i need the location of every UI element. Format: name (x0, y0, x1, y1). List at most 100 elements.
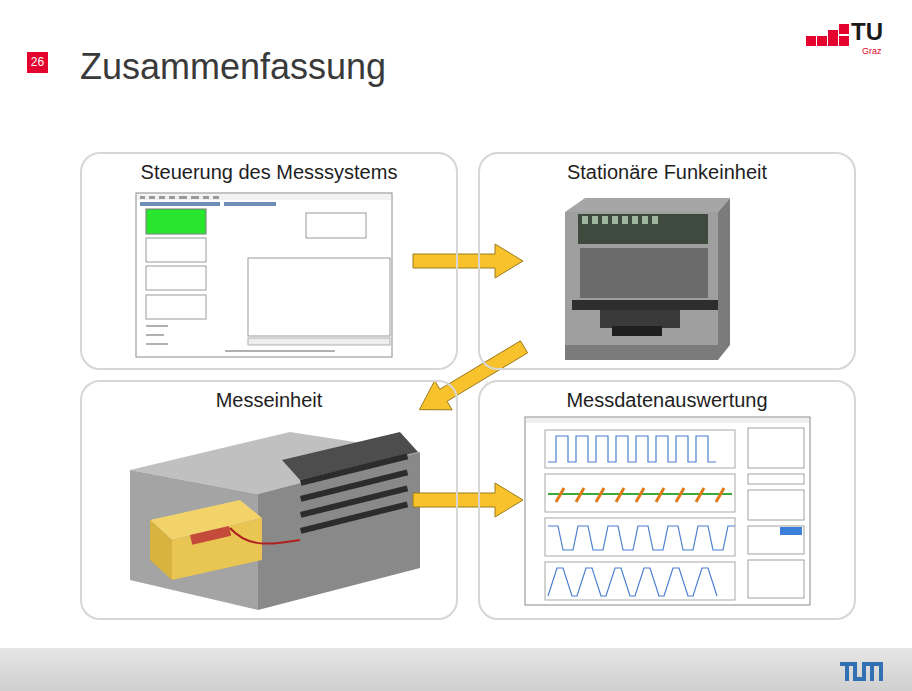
evaluation-screenshot-part-part (748, 560, 804, 598)
radio-unit-rendering-part (578, 214, 708, 244)
software-screenshot-part (146, 266, 206, 290)
software-screenshot-part (137, 194, 391, 200)
evaluation-screenshot-part (525, 417, 810, 605)
software-screenshot-part (140, 196, 219, 199)
tum-logo-part (879, 662, 883, 681)
panel-box: Stationäre Funkeinheit (478, 152, 856, 370)
radio-unit-rendering-part (582, 216, 658, 224)
slide-title: Zusammenfassung (80, 46, 386, 88)
logo-text: TU (851, 20, 883, 44)
block-arrow (413, 483, 523, 517)
tum-logo (840, 662, 883, 681)
software-screenshot-part-part (213, 196, 219, 199)
tum-logo-part (845, 662, 849, 681)
evaluation-screenshot-part-part (545, 562, 735, 600)
measuring-unit-rendering-part-part (300, 453, 408, 485)
software-screenshot-part-part (169, 196, 175, 199)
evaluation-screenshot-part-part (748, 474, 804, 484)
radio-unit-rendering-part (565, 345, 718, 360)
panel-heading: Messdatenauswertung (480, 382, 854, 412)
evaluation-screenshot-part (548, 436, 716, 462)
radio-unit-rendering-part-part (632, 216, 638, 224)
radio-unit-rendering-part (572, 300, 718, 310)
radio-unit-rendering-part-part (612, 216, 618, 224)
radio-unit-rendering-part-part (582, 216, 588, 224)
software-screenshot-part (248, 338, 390, 345)
panel-heading: Stationäre Funkeinheit (480, 154, 854, 184)
software-screenshot-part-part (140, 202, 220, 206)
block-arrow (413, 244, 523, 278)
software-screenshot-part (146, 238, 206, 262)
radio-unit-rendering-part (612, 326, 662, 336)
tu-graz-logo-part (828, 30, 838, 46)
measuring-unit-rendering (130, 432, 420, 610)
measuring-unit-rendering-part (150, 520, 172, 580)
evaluation-screenshot-part (748, 428, 804, 598)
radio-unit-rendering-part-part (592, 216, 598, 224)
radio-unit-rendering-part (600, 310, 680, 328)
software-screenshot-part-part (203, 196, 209, 199)
panel-heading: Messeinheit (82, 382, 456, 412)
evaluation-screenshot-part (780, 527, 802, 535)
radio-unit-rendering-part-part (642, 216, 648, 224)
evaluation-screenshot-part-part (748, 490, 804, 520)
radio-unit-rendering-part (580, 248, 708, 298)
software-screenshot-part-part (146, 334, 164, 336)
software-screenshot-part (136, 193, 392, 357)
evaluation-screenshot (525, 417, 810, 605)
radio-unit-rendering-part-part (652, 216, 658, 224)
block-arrow (419, 341, 527, 410)
evaluation-screenshot-part-part (748, 526, 804, 554)
measuring-unit-rendering-part (230, 528, 300, 544)
software-screenshot-part (146, 209, 206, 234)
evaluation-screenshot-part (548, 526, 735, 550)
tu-graz-logo (806, 24, 849, 46)
tu-graz-logo-part (839, 24, 849, 34)
tu-graz-logo-part (806, 36, 816, 46)
tum-logo-part (870, 662, 874, 681)
footer-bar (0, 648, 912, 691)
panel-box: Messeinheit (80, 380, 458, 620)
radio-unit-rendering-part (565, 198, 730, 212)
evaluation-screenshot-part (526, 418, 809, 423)
measuring-unit-rendering-part-part (300, 469, 408, 501)
radio-unit-rendering (565, 198, 730, 360)
evaluation-screenshot-part (556, 488, 724, 502)
radio-unit-rendering-part-part (602, 216, 608, 224)
measuring-unit-rendering-part (300, 453, 408, 533)
measuring-unit-rendering-part-part (300, 501, 408, 533)
software-screenshot-part-part (149, 196, 155, 199)
panel-box: Steuerung des Messsystems (80, 152, 458, 370)
evaluation-screenshot-part-part (748, 428, 804, 468)
software-screenshot-part (248, 258, 390, 336)
measuring-unit-rendering-part-part (300, 485, 408, 517)
panel-box: Messdatenauswertung (478, 380, 856, 620)
radio-unit-rendering-part (565, 212, 718, 360)
software-screenshot-part (146, 295, 206, 319)
software-screenshot-part (140, 202, 276, 206)
tu-graz-logo-part (817, 36, 827, 46)
software-screenshot-part-part (224, 202, 276, 206)
software-screenshot-part-part (146, 325, 168, 327)
radio-unit-rendering-part (718, 198, 730, 360)
software-screenshot-part-part (191, 196, 199, 199)
tu-graz-logo-part (839, 36, 849, 46)
evaluation-screenshot-part (545, 430, 735, 600)
software-screenshot-part-part (225, 350, 335, 352)
software-screenshot-part-part (140, 196, 145, 199)
software-screenshot-part-part (146, 343, 168, 345)
radio-unit-rendering-part-part (622, 216, 628, 224)
evaluation-screenshot-part (548, 568, 717, 596)
software-screenshot-part-part (179, 196, 187, 199)
measuring-unit-rendering-part (258, 452, 420, 610)
logo-text: Graz (862, 47, 882, 56)
measuring-unit-rendering-part (172, 518, 262, 580)
software-screenshot-part (306, 213, 366, 238)
evaluation-screenshot-part-part (545, 430, 735, 468)
evaluation-screenshot-part-part (545, 518, 735, 556)
evaluation-screenshot-part-part (545, 474, 735, 512)
page-number: 26 (27, 52, 48, 73)
